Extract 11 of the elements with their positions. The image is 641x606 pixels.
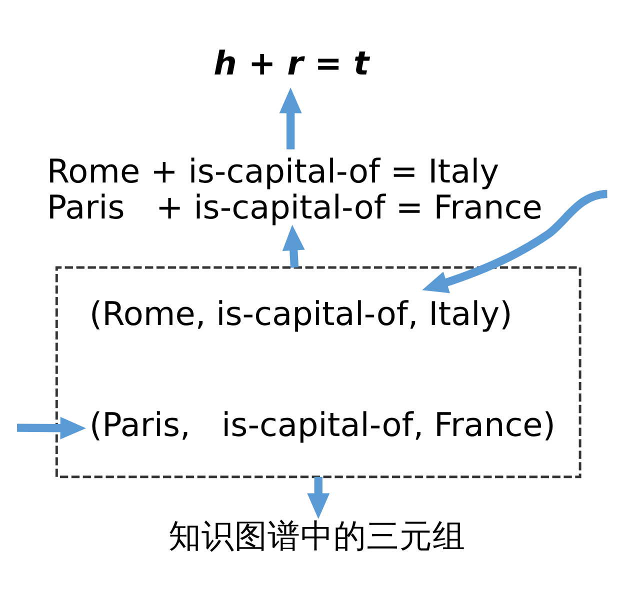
arrow — [16, 416, 86, 439]
cluster — [55, 266, 582, 478]
node-text: h + r = t — [214, 44, 370, 82]
arrow — [422, 189, 608, 293]
arrow — [279, 86, 302, 149]
arrow — [282, 224, 305, 268]
node-text: 知识图谱中的三元组 — [168, 516, 466, 555]
arrow — [307, 476, 330, 519]
node-text: Rome + is-capital-of = Italy Paris + is-capital-of = France — [46, 152, 542, 226]
node-text: (Paris, is-capital-of, France) — [89, 405, 556, 444]
node-text: (Rome, is-capital-of, Italy) — [89, 294, 512, 332]
